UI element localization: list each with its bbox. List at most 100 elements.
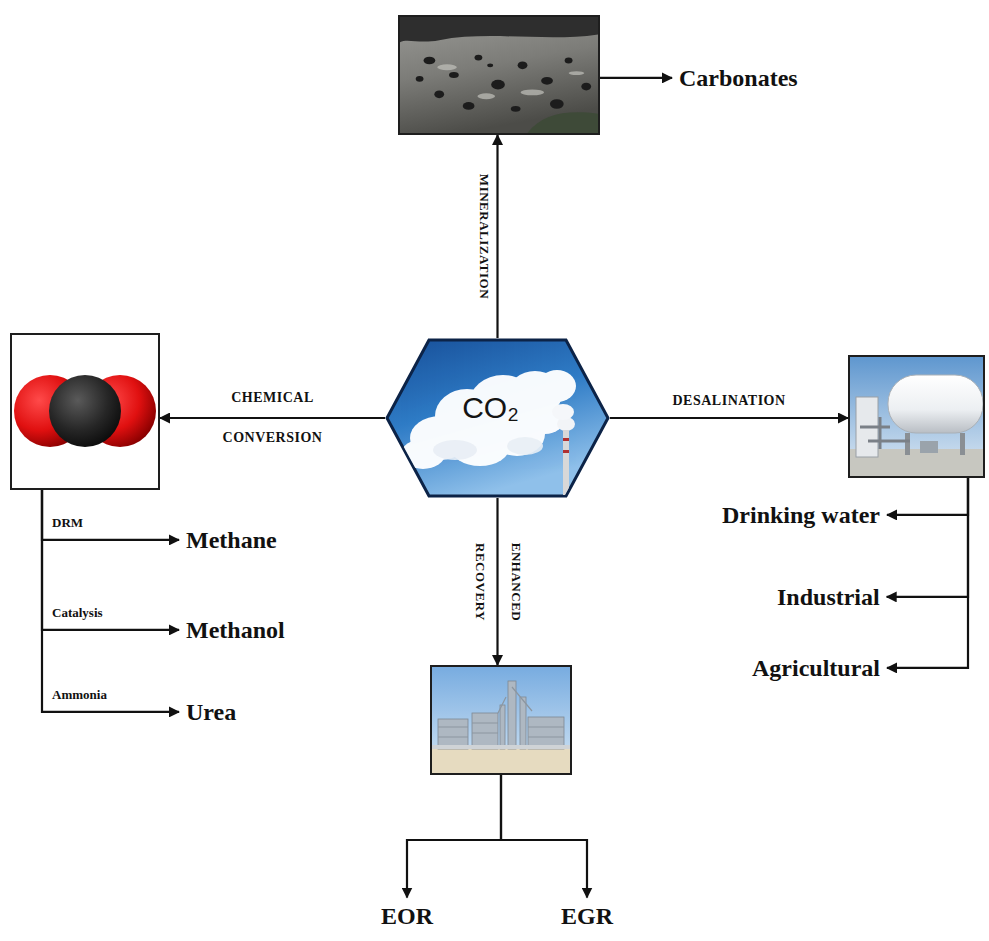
edge-label: DESALINATION: [673, 393, 786, 409]
connector-arrow: [600, 77, 672, 79]
node-text: Methane: [186, 526, 277, 555]
picture-part: [424, 57, 436, 65]
product-text: Methane: [183, 525, 280, 556]
product-text: Urea: [183, 697, 239, 728]
picture-part: [474, 55, 482, 61]
picture-part: [521, 90, 545, 96]
picture-part: [563, 450, 569, 453]
picture-part: [905, 433, 910, 455]
picture-part: [920, 441, 938, 453]
picture-part: [569, 71, 585, 75]
picture-part: [511, 106, 521, 112]
picture-part: [477, 93, 495, 99]
connector-arrow: [407, 775, 501, 898]
node-text: Carbonates: [679, 64, 798, 93]
picture-part: [538, 370, 576, 402]
picture-part: [432, 747, 570, 773]
picture-part: [527, 112, 598, 133]
picture-part: [433, 440, 477, 460]
connector-arrow: [887, 478, 968, 668]
use-text: Drinking water: [719, 500, 883, 531]
picture-part: [400, 17, 598, 133]
picture-part: [500, 705, 505, 749]
node-text: Industrial: [777, 583, 880, 612]
co2-hexagon: CO₂: [385, 338, 610, 498]
product-text: Carbonates: [676, 63, 801, 94]
picture-part: [49, 375, 121, 447]
picture-part: [437, 64, 584, 99]
picture-part: [416, 76, 424, 82]
edge-label: Ammonia: [52, 688, 107, 703]
picture-part: [528, 717, 564, 749]
picture-part: [581, 83, 591, 91]
recovery-text: EOR: [378, 901, 436, 932]
picture-part: [438, 719, 468, 749]
picture-part: [541, 77, 553, 85]
picture-part: [565, 58, 573, 64]
picture-part: [860, 417, 910, 449]
molecule-box: [10, 333, 160, 490]
picture-part: [487, 63, 493, 67]
node-text: Methanol: [186, 616, 285, 645]
connector-arrow: [42, 490, 179, 712]
picture-part: [400, 17, 598, 42]
co2-molecule: [12, 335, 158, 488]
picture-part: [563, 430, 569, 498]
picture-part: [433, 437, 543, 460]
hexagon-shape: [387, 340, 608, 496]
picture-part: [416, 55, 591, 112]
connector-arrow: [610, 417, 848, 419]
picture-part: [563, 438, 569, 441]
cloud-group: [401, 370, 576, 498]
picture-part: [438, 723, 564, 737]
connector-arrow: [501, 775, 587, 898]
picture-part: [401, 370, 576, 469]
recovery-text: EGR: [558, 901, 616, 932]
picture-part: [960, 433, 965, 455]
connector-arrow: [496, 498, 498, 665]
picture-part: [472, 713, 498, 749]
product-text: Methanol: [183, 615, 288, 646]
picture-part: [550, 99, 564, 109]
edge-label: Catalysis: [52, 606, 103, 621]
picture-part: [449, 72, 459, 78]
edge-label: MINERALIZATION: [476, 174, 491, 299]
connector-arrow: [887, 478, 968, 515]
edge-label: CHEMICAL CONVERSION: [208, 378, 338, 458]
edge-label: ENHANCED RECOVERY: [462, 522, 534, 642]
connector-arrow: [887, 478, 968, 597]
mineralization-photo: [398, 15, 600, 135]
connector-arrow: [160, 417, 385, 419]
picture-part: [520, 697, 526, 749]
rock-photo: [400, 17, 598, 133]
picture-part: [432, 745, 570, 749]
picture-part: [437, 64, 457, 70]
picture-part: [507, 437, 543, 455]
desalination-photo: [848, 355, 985, 478]
picture-part: [491, 80, 505, 90]
node-text: EOR: [381, 902, 433, 931]
node-text: EGR: [561, 902, 613, 931]
connector-arrow: [496, 135, 498, 338]
picture-part: [434, 90, 444, 98]
picture-part: [463, 102, 475, 110]
node-text: Agricultural: [752, 654, 880, 683]
recovery-photo: [430, 665, 572, 775]
picture-part: [552, 404, 574, 420]
co2-label: CO₂: [462, 391, 519, 424]
use-text: Agricultural: [749, 653, 883, 684]
picture-part: [432, 667, 570, 773]
picture-part: [498, 687, 532, 713]
node-text: Urea: [186, 698, 236, 727]
connector-arrow: [42, 490, 179, 540]
desalination-photo-art: [850, 357, 983, 476]
refinery-photo: [432, 667, 570, 773]
picture-part: [888, 375, 983, 433]
use-text: Industrial: [774, 582, 883, 613]
picture-part: [438, 687, 564, 737]
connector-arrow: [42, 490, 179, 630]
node-text: Drinking water: [722, 501, 880, 530]
picture-part: [438, 681, 564, 749]
edge-label: DRM: [52, 516, 83, 531]
